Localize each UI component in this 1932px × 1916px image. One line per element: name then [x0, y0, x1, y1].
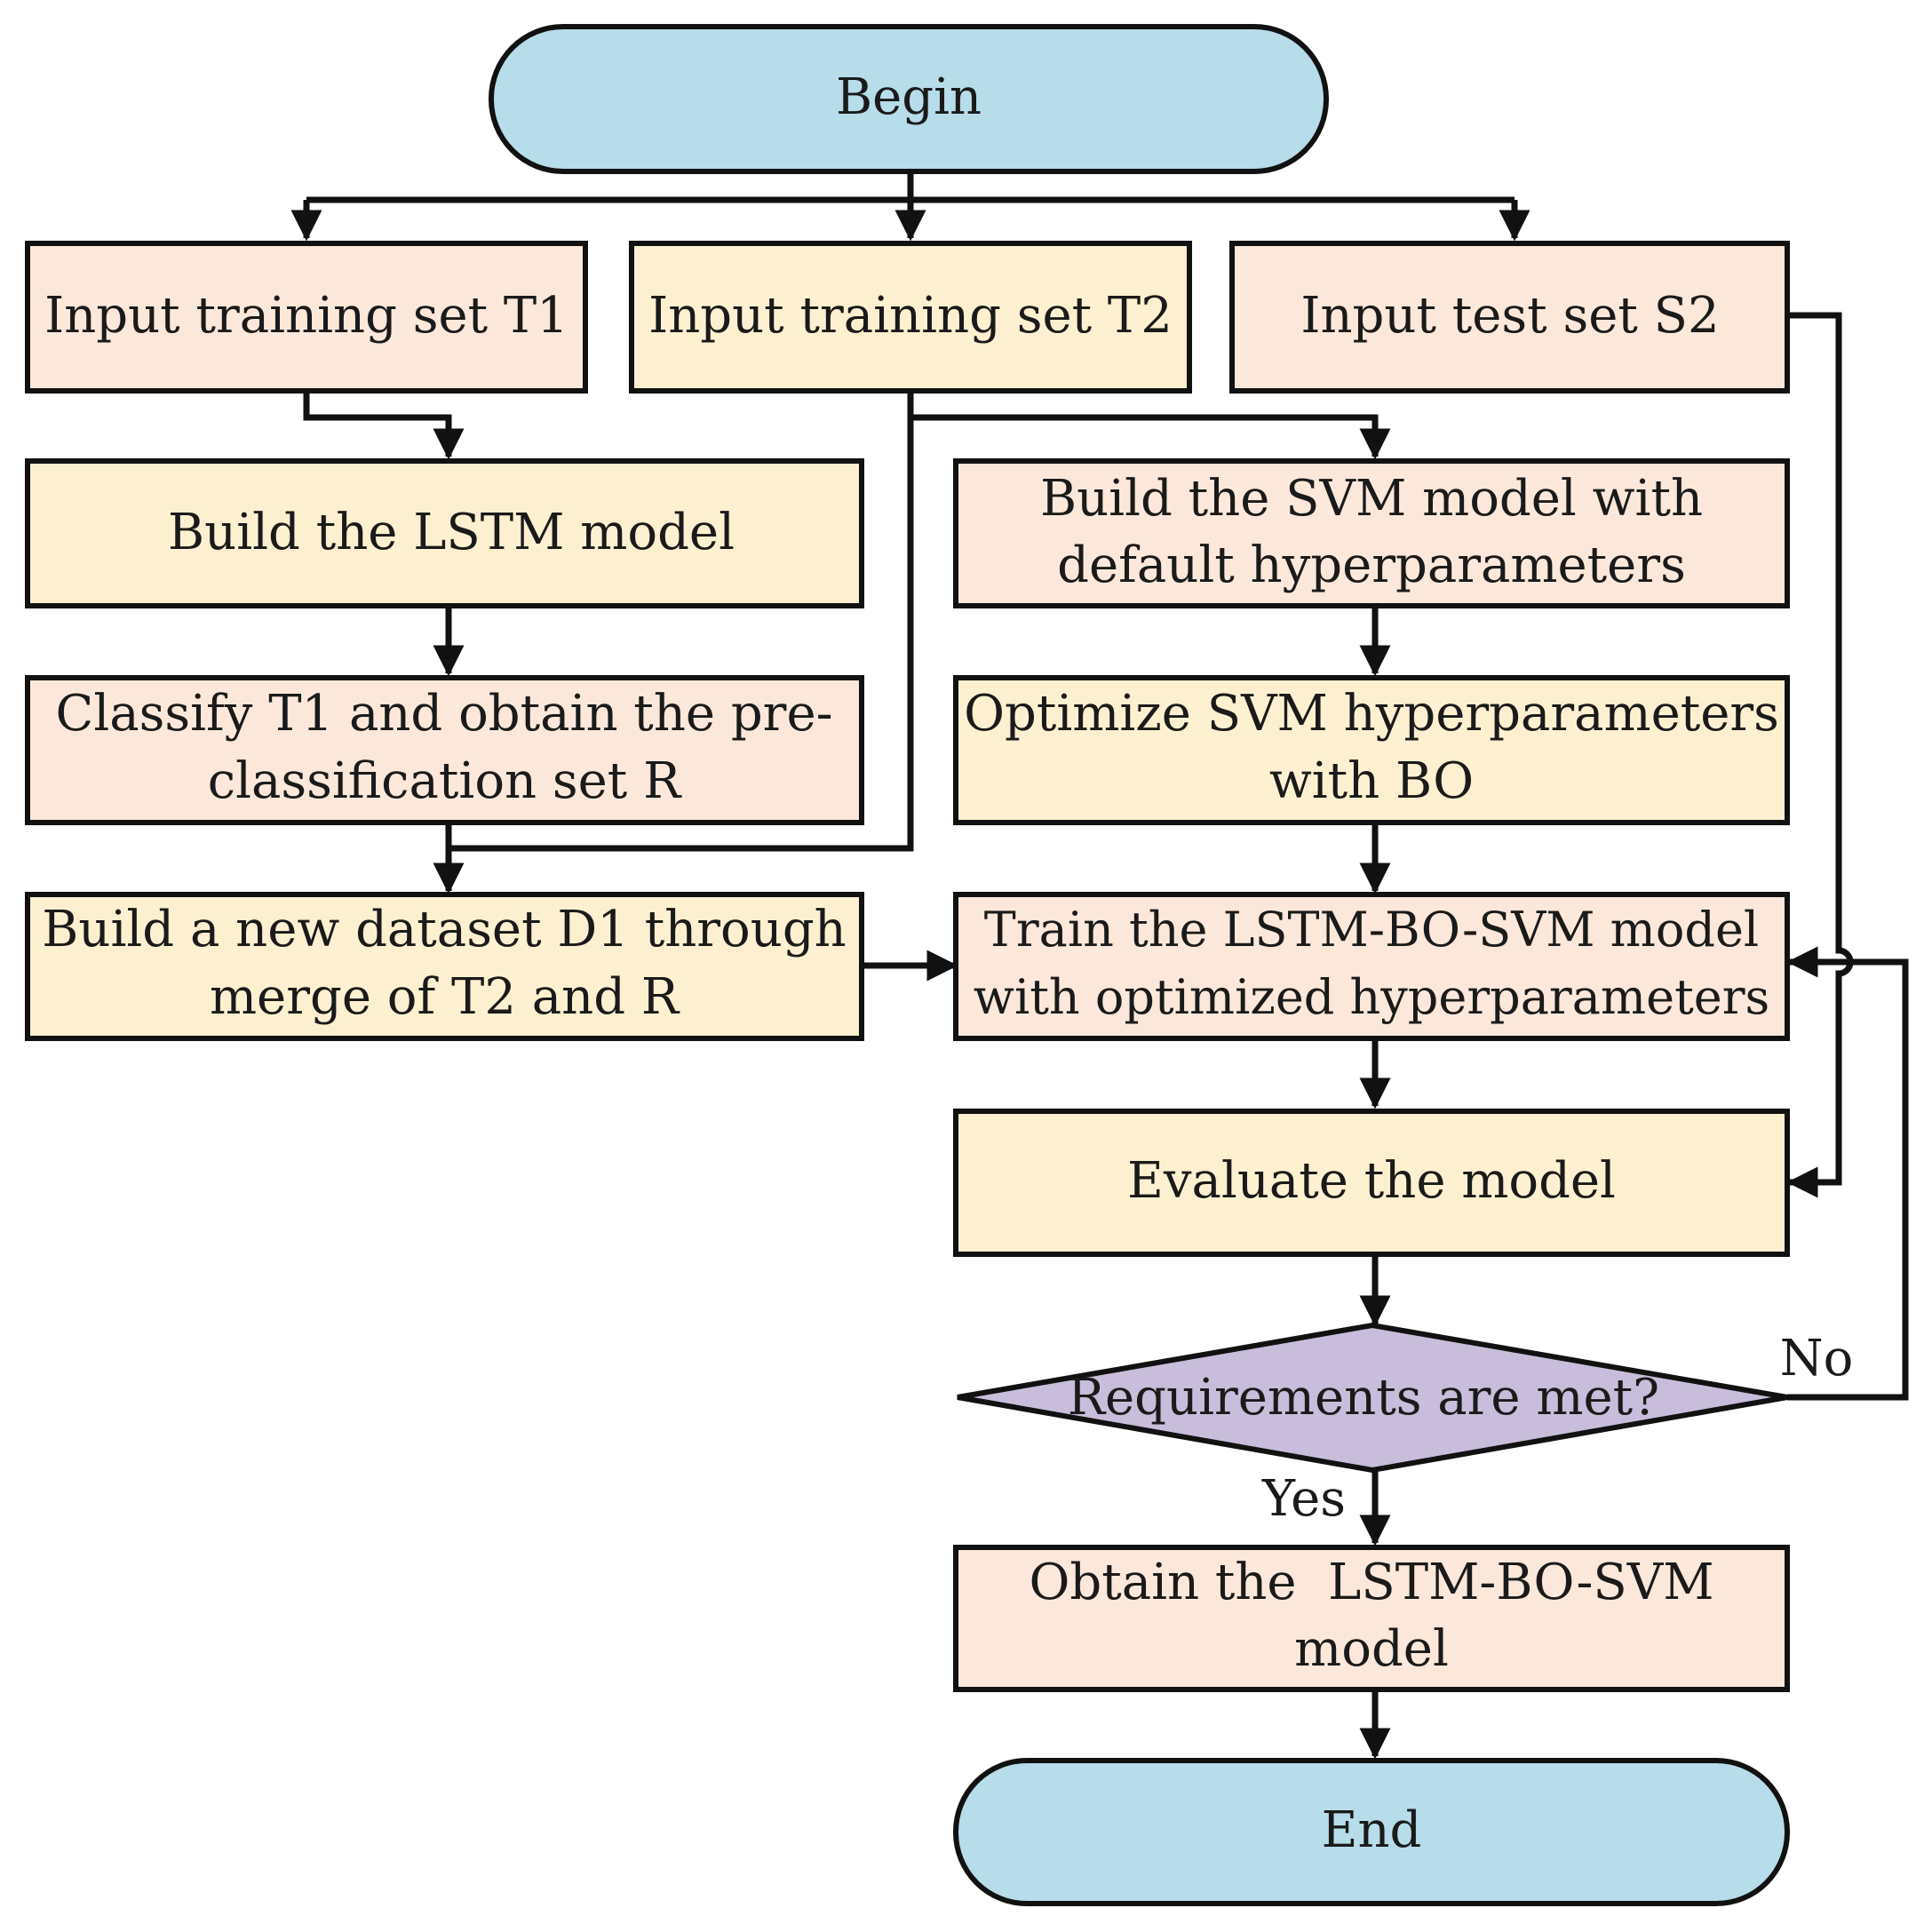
input-t2-label: Input training set T2	[648, 287, 1173, 345]
end-label: End	[1322, 1801, 1422, 1859]
node-decision: Requirements are met?	[957, 1322, 1788, 1474]
arrow-t2-to-svm	[907, 393, 1391, 460]
arrow-s2-to-evaluate	[1786, 312, 1854, 1198]
build-lstm-label: Build the LSTM model	[168, 504, 735, 561]
node-obtain: Obtain the LSTM-BO-SVM model	[953, 1545, 1790, 1692]
arrow-t1-to-lstm	[303, 393, 465, 460]
evaluate-label: Evaluate the model	[1127, 1152, 1616, 1210]
train-model-line2: with optimized hyperparameters	[974, 969, 1770, 1025]
node-end: End	[953, 1758, 1790, 1906]
begin-label: Begin	[836, 68, 982, 126]
obtain-line1: Obtain the LSTM-BO-SVM	[1029, 1554, 1713, 1611]
decision-label: Requirements are met?	[1068, 1369, 1659, 1427]
node-evaluate: Evaluate the model	[953, 1109, 1790, 1257]
connector-begin-split	[306, 171, 1515, 203]
build-dataset-line1: Build a new dataset D1 through	[42, 901, 847, 958]
node-input-t2: Input training set T2	[629, 241, 1192, 394]
classify-t1-line2: classification set R	[208, 752, 682, 810]
node-build-dataset: Build a new dataset D1 through merge of …	[25, 892, 864, 1041]
arrow-no-loop-to-train	[1786, 946, 1909, 1401]
node-classify-t1: Classify T1 and obtain the pre- classifi…	[25, 675, 864, 825]
build-dataset-line2: merge of T2 and R	[210, 968, 680, 1026]
node-build-lstm: Build the LSTM model	[25, 458, 864, 608]
build-svm-line2: default hyperparameters	[1057, 537, 1686, 594]
classify-t1-line1: Classify T1 and obtain the pre-	[56, 685, 833, 743]
input-t1-label: Input training set T1	[44, 287, 568, 345]
node-optimize-svm: Optimize SVM hyperparameters with BO	[953, 675, 1790, 825]
optimize-svm-line2: with BO	[1269, 752, 1474, 810]
edge-label-yes: Yes	[1261, 1470, 1346, 1528]
input-s2-label: Input test set S2	[1300, 287, 1719, 345]
node-train-model: Train the LSTM-BO-SVM model with optimiz…	[953, 892, 1790, 1041]
optimize-svm-line1: Optimize SVM hyperparameters	[964, 685, 1779, 743]
node-begin: Begin	[489, 24, 1329, 174]
obtain-line2: model	[1294, 1620, 1449, 1678]
node-build-svm: Build the SVM model with default hyperpa…	[953, 458, 1790, 608]
build-svm-line1: Build the SVM model with	[1040, 470, 1703, 528]
node-input-s2: Input test set S2	[1229, 241, 1790, 394]
node-input-t1: Input training set T1	[25, 241, 588, 394]
train-model-line1: Train the LSTM-BO-SVM model	[984, 902, 1759, 958]
connector-t2-to-merge	[449, 417, 914, 852]
edge-label-no: No	[1780, 1330, 1854, 1387]
